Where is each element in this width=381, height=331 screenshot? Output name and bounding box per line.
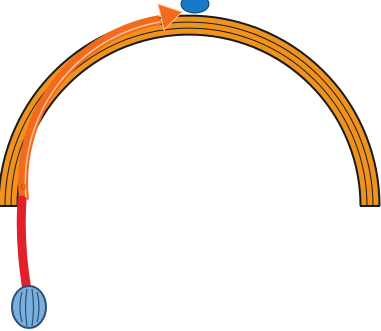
top-object [181,0,209,13]
start-label: 0 [21,182,26,192]
ball [12,286,46,328]
arch-track-groove [8,25,370,206]
arch-track-groove-fill [8,25,370,206]
launcher-tube [21,200,27,290]
arch-track-body [8,25,370,206]
path-arrow [23,20,160,200]
arch-track-outer-wall [8,25,370,206]
